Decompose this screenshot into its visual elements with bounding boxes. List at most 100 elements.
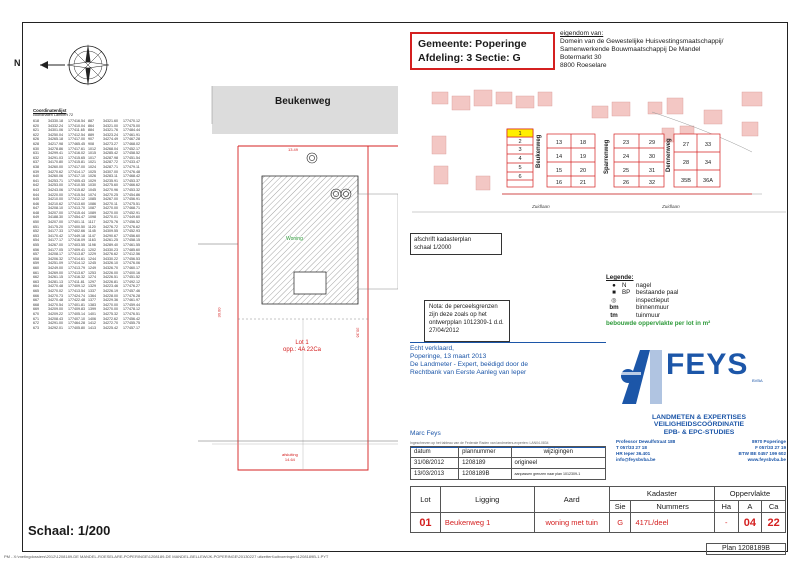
coordinate-cell: 177409.83 bbox=[68, 307, 85, 312]
coordinate-cell: 177411.81 bbox=[68, 279, 85, 284]
legend-sym: tm bbox=[610, 311, 618, 319]
coordinate-cell: 177415.44 bbox=[68, 210, 85, 215]
col-nummers: Nummers bbox=[630, 500, 715, 513]
coordinate-cell: 34249.00 bbox=[48, 266, 63, 270]
svg-text:2: 2 bbox=[518, 139, 521, 145]
coordinate-cell: 34207.00 bbox=[48, 220, 63, 225]
coordinate-cell: 620 bbox=[33, 123, 39, 128]
header-box: Gemeente: Poperinge Afdeling: 3 Sectie: … bbox=[410, 32, 555, 70]
coordinate-cell: 34276.62 bbox=[103, 252, 118, 257]
coordinate-cell: 34272.62 bbox=[103, 316, 118, 321]
owner-block: eigendom van: Domein van de Gewestelijke… bbox=[560, 30, 770, 70]
coordinate-cell: 628 bbox=[33, 141, 39, 146]
legend-label: nagel bbox=[636, 281, 652, 289]
col-ligging: Ligging bbox=[439, 486, 535, 513]
coordinate-cell: 34170.42 bbox=[48, 233, 63, 238]
coordinate-cell: 34270.96 bbox=[103, 187, 118, 192]
coordinate-cell: 642 bbox=[33, 183, 39, 188]
coordinate-cell: 1086 bbox=[88, 201, 96, 206]
lot-area: opp.: 4A 22Ca bbox=[282, 347, 322, 353]
coordinate-cell: 34170.80 bbox=[48, 160, 63, 165]
coordinate-cell: 34330.22 bbox=[103, 256, 118, 261]
coordinate-cell: 34274.49 bbox=[103, 137, 118, 142]
coordinate-cell: 657 bbox=[33, 252, 39, 257]
coordinate-cell: 177454.47 bbox=[68, 215, 85, 220]
coordinate-cell: 177478.12 bbox=[123, 307, 140, 312]
col-head: plannummer bbox=[458, 446, 512, 458]
coordinate-cell: 34270.54 bbox=[48, 302, 63, 307]
coordinate-cell: 34276.72 bbox=[103, 224, 118, 229]
coordinate-cell: 34270.48 bbox=[48, 298, 63, 303]
coordinate-cell: 34326.10 bbox=[103, 261, 118, 266]
coordinate-cell: 177411.65 bbox=[68, 128, 85, 133]
coordinate-cell: 618 bbox=[33, 119, 39, 123]
coordinate-cell: 177413.67 bbox=[68, 270, 85, 275]
coordinate-cell: 177476.28 bbox=[123, 293, 140, 298]
coordinate-cell: 177455.75 bbox=[123, 321, 140, 326]
col-head: wijzigingen bbox=[510, 446, 606, 458]
coordinate-cell: 665 bbox=[33, 288, 39, 293]
coordinate-cell: 177407.10 bbox=[68, 316, 85, 321]
coordinate-cell: 34269.00 bbox=[48, 270, 63, 275]
coordinate-cell: 177449.60 bbox=[123, 215, 140, 220]
legend-code: BP bbox=[622, 289, 631, 297]
coordinate-cell: 34287.72 bbox=[103, 160, 118, 165]
coordinate-cell: 641 bbox=[33, 178, 39, 183]
coordinate-cell: 177451.52 bbox=[123, 275, 140, 280]
coordinate-cell: 34330.18 bbox=[48, 119, 63, 123]
coordinate-cell: 1026 bbox=[88, 174, 96, 179]
coordinate-cell: 34321.76 bbox=[103, 128, 118, 133]
coordinate-cell: 177422.48 bbox=[68, 298, 85, 303]
svg-text:30: 30 bbox=[649, 154, 655, 160]
legend-label: tuinmuur bbox=[636, 311, 661, 319]
city: 8970 Poperinge bbox=[752, 439, 786, 444]
coordinate-cell: 1098 bbox=[88, 215, 96, 220]
coordinate-cell: 177413.70 bbox=[68, 206, 85, 211]
coordinate-cell: 177468.71 bbox=[123, 206, 140, 211]
coordinate-cell: 1329 bbox=[88, 284, 96, 289]
coordinate-cell: 1401 bbox=[88, 311, 96, 316]
cell: aanpassen grenzen naar plan 1012309-1 bbox=[510, 468, 606, 480]
coordinate-cell: 177456.60 bbox=[123, 233, 140, 238]
svg-text:3: 3 bbox=[518, 147, 521, 153]
cell: 13/03/2013 bbox=[409, 468, 460, 480]
coordinate-cell: 177479.11 bbox=[123, 164, 140, 169]
coordinate-cell: 177412.12 bbox=[68, 197, 85, 202]
cell-ha: - bbox=[713, 512, 739, 533]
svg-text:13: 13 bbox=[556, 140, 562, 146]
svg-text:25: 25 bbox=[623, 168, 629, 174]
declaration: Echt verklaard, Poperinge, 13 maart 2013… bbox=[410, 342, 606, 458]
dim-bottom-value: 14.64 bbox=[284, 457, 295, 462]
coordinate-cell: 1244 bbox=[88, 256, 96, 261]
coordinate-cell: 34270.02 bbox=[48, 288, 63, 293]
coordinate-cell: 651 bbox=[33, 224, 39, 229]
lot-label: Lot 1 opp.: 4A 22Ca bbox=[272, 340, 332, 354]
coordinate-cell: 1087 bbox=[88, 206, 96, 211]
coordinate-cell: 177465.45 bbox=[68, 141, 85, 146]
coordinate-cell: 177405.14 bbox=[68, 311, 85, 316]
coords-title: Coordinatenlijst bbox=[33, 108, 67, 113]
coordinate-cell: 34251.09 bbox=[48, 261, 63, 266]
coordinate-cell: 177415.81 bbox=[68, 160, 85, 165]
legend-green-note: bebouwde oppervlakte per lot in m² bbox=[606, 319, 711, 327]
coordinate-cell: 34291.03 bbox=[48, 155, 63, 160]
coordinate-cell: 656 bbox=[33, 247, 39, 252]
coordinate-cell: 177452.93 bbox=[123, 229, 140, 234]
dim-right: 30.36 bbox=[355, 327, 361, 338]
coordinate-cell: 667 bbox=[33, 298, 39, 303]
kadaster-line1: afschrift kadasterplan bbox=[414, 237, 472, 243]
coordinate-cell: 177414.17 bbox=[68, 169, 85, 174]
coordinate-cell: 1089 bbox=[88, 210, 96, 215]
